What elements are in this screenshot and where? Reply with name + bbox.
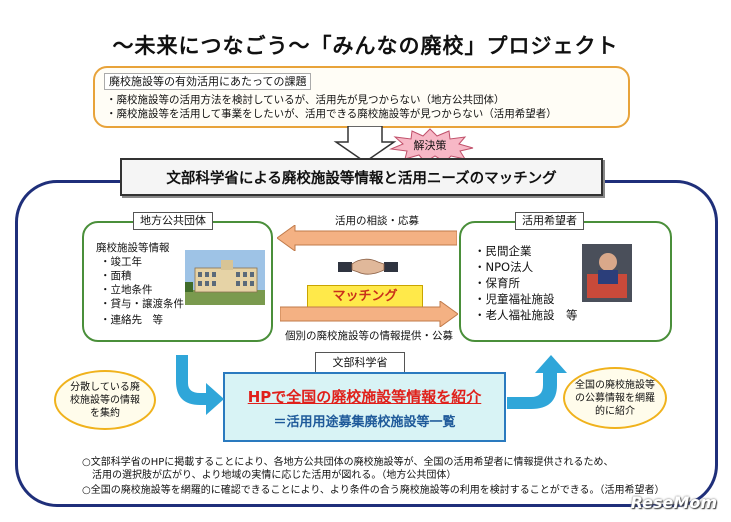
info-provision-label: 個別の廃校施設等の情報提供・公募 [285, 330, 453, 342]
facility-info-heading: 廃校施設等情報 [96, 242, 170, 254]
collect-info-text: 分散している廃校施設等の情報を集約 [70, 381, 140, 419]
publish-arrow-icon [507, 355, 567, 409]
matching-label: マッチング [307, 285, 423, 308]
applicants-box [459, 221, 672, 342]
note-line: 活用の選択肢が広がり、より地域の実情に応じた活用が図れる。（地方公共団体） [82, 470, 457, 481]
issue-item: ・廃校施設等を活用して事業をしたいが、活用できる廃校施設等が見つからない（活用希… [106, 108, 557, 120]
info-provision-arrow-icon [280, 301, 458, 327]
consultation-label: 活用の相談・応募 [335, 215, 419, 227]
collect-info-oval: 分散している廃校施設等の情報を集約 [54, 370, 156, 430]
facility-info-item: ・貸与・譲渡条件 [100, 298, 184, 310]
collect-arrow-icon [176, 355, 224, 415]
facility-info-item: ・竣工年 [100, 256, 142, 268]
applicants-tab: 活用希望者 [515, 212, 584, 230]
consultation-arrow-icon [277, 225, 457, 251]
publish-info-oval: 全国の廃校施設等の公募情報を網羅的に紹介 [563, 367, 667, 429]
solution-burst-icon [389, 128, 474, 162]
applicant-item: ・保育所 [474, 276, 520, 290]
local-government-tab: 地方公共団体 [133, 212, 213, 230]
applicant-item: ・老人福祉施設 等 [474, 308, 578, 322]
hp-subline: ＝活用用途募集廃校施設等一覧 [273, 415, 456, 430]
issue-item: ・廃校施設等の活用方法を検討しているが、活用先が見つからない（地方公共団体） [106, 94, 505, 106]
matching-banner: 文部科学省による廃校施設等情報と活用ニーズのマッチング [120, 158, 603, 196]
school-building-photo [185, 250, 265, 305]
watermark-logo: ReseMom [630, 493, 717, 512]
applicant-item: ・NPO法人 [474, 260, 534, 274]
applicant-item: ・児童福祉施設 [474, 292, 555, 306]
facility-info-item: ・連絡先 等 [100, 314, 163, 326]
facility-info-item: ・面積 [100, 270, 132, 282]
down-arrow-icon [333, 126, 397, 163]
note-line: ○文部科学省のHPに掲載することにより、各地方公共団体の廃校施設等が、全国の活用… [82, 457, 614, 468]
hp-box [223, 372, 506, 442]
handshake-icon [338, 258, 398, 275]
publish-info-text: 全国の廃校施設等の公募情報を網羅的に紹介 [575, 379, 655, 417]
hp-headline: HPで全国の廃校施設等情報を紹介 [247, 388, 482, 406]
facility-info-item: ・立地条件 [100, 284, 153, 296]
mext-tab: 文部科学省 [315, 352, 405, 374]
note-line: ○全国の廃校施設等を網羅的に確認できることにより、より条件の合う廃校施設等の利用… [82, 485, 665, 496]
issues-heading: 廃校施設等の有効活用にあたっての課題 [104, 73, 312, 90]
worker-photo [582, 244, 632, 302]
page-title: 〜未来につなごう〜「みんなの廃校」プロジェクト [112, 34, 619, 58]
applicant-item: ・民間企業 [474, 244, 532, 258]
solution-label: 解決策 [413, 139, 447, 152]
